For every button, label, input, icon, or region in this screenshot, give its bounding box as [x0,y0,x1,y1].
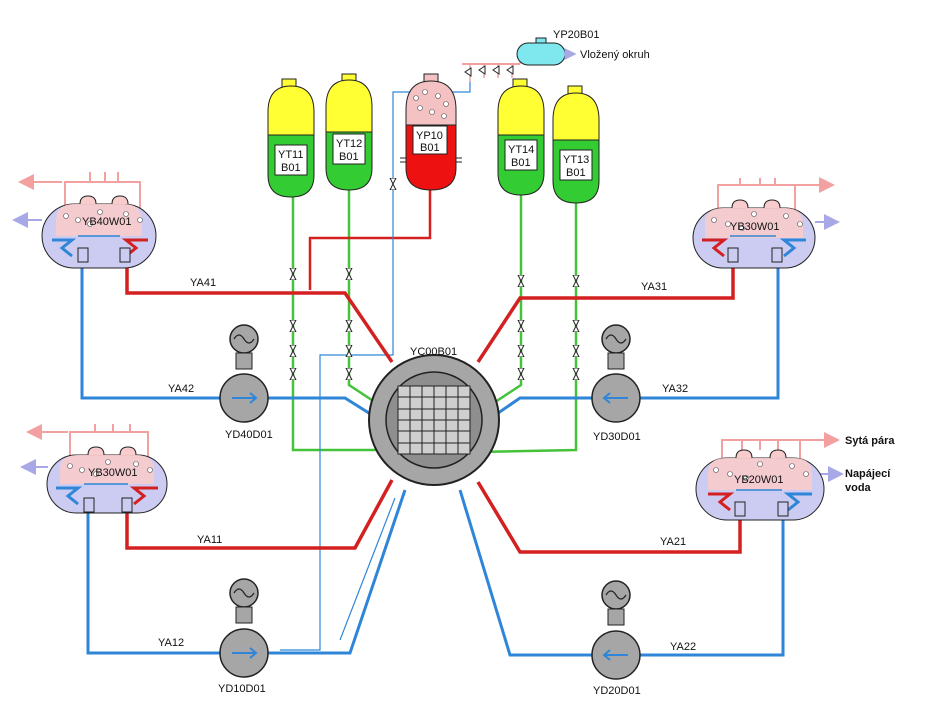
flow-arrow-icon [602,649,628,661]
flow-legend: Sytá pára Napájecí voda [845,435,895,494]
cold-leg-ya42-pump [268,396,381,422]
pump-yd20d01: YD20D01 [591,580,641,697]
loop-label-ya41: YA41 [190,277,216,289]
hot-leg-ya21 [476,481,742,554]
cold-leg-ya12-pump [268,489,407,655]
flow-arrow-icon [232,647,258,659]
loop-label-ya42: YA42 [168,383,194,395]
steam-generator-top-left: YB40W01 [12,172,157,269]
pressurizer-label-1: YP10 [416,130,443,142]
steam-generator-top-right: YB30W01 [692,177,840,269]
cold-leg-ya22-pump [458,489,592,657]
accumulator-yt14-label-2: B01 [511,157,531,169]
loop-labels: YA41 YA42 YA31 YA32 YA11 YA12 YA21 YA22 [158,277,696,653]
relief-tank-circuit-label: Vložený okruh [580,49,650,61]
pump-yd20d01-label: YD20D01 [593,685,641,697]
hot-leg-ya11 [125,479,394,550]
legend-feedwater-1: Napájecí [845,468,891,480]
cold-leg-ya22-sg [640,512,785,657]
steam-generator-bottom-right: YB20W01 [695,432,844,521]
cold-leg-ya42-sg [80,262,220,400]
accumulator-yt13-label-1: YT13 [563,154,589,166]
loop-label-ya31: YA31 [641,281,667,293]
accumulator-yt13-label-2: B01 [566,167,586,179]
legend-steam: Sytá pára [845,435,895,447]
relief-tank-label: YP20B01 [553,29,599,41]
pressurizer-heater-left [400,157,406,163]
reactor-core-grid [397,385,471,455]
loop-label-ya22: YA22 [670,641,696,653]
pump-yd10d01-label: YD10D01 [218,683,266,695]
hot-leg-ya31 [476,248,735,363]
pump-yd40d01: YD40D01 [219,324,273,441]
motor-sine-icon [605,334,627,344]
relief-tank: YP20B01 Vložený okruh [516,29,650,66]
loop-label-ya12: YA12 [158,637,184,649]
accumulator-yt12: YT12 B01 [325,73,373,191]
reactor-label: YC00B01 [410,346,457,358]
hot-leg-ya41 [125,248,394,363]
pressurizer-label-2: B01 [420,142,440,154]
motor-sine-icon [605,590,627,600]
reactor-vessel: YC00B01 [368,346,500,486]
cold-leg-ya12-sg [86,512,220,655]
accumulator-yt12-label-2: B01 [339,151,359,163]
loop-label-ya11: YA11 [197,534,222,546]
pressurizer-relief-valves [462,55,521,82]
loop-label-ya32: YA32 [662,383,688,395]
flow-arrow-icon [602,392,628,404]
accumulator-yt13: YT13 B01 [552,85,600,204]
sg-top-left-label: YB40W01 [82,216,132,228]
motor-sine-icon [233,334,255,344]
accumulator-yt11: YT11 B01 [267,78,315,198]
accumulator-yt11-label-1: YT11 [278,149,303,161]
injection-line-yt11 [291,197,395,452]
pressurizer-heater-right [456,157,462,163]
sg-bottom-left-label: YB30W01 [88,467,138,479]
legend-feedwater-2: voda [845,482,872,494]
cold-leg-ya32-sg [640,262,780,400]
pump-yd40d01-label: YD40D01 [225,429,273,441]
sg-bottom-right-label: YB20W01 [734,474,784,486]
hot-legs [125,248,742,554]
loop-label-ya21: YA21 [660,536,686,548]
pressurizer-surge-line [308,190,432,290]
accumulator-yt14-label-1: YT14 [508,144,534,156]
accumulator-yt12-label-1: YT12 [336,138,362,150]
pressurizer: YP10 B01 [400,73,462,191]
pump-yd30d01: YD30D01 [591,324,641,443]
cold-legs [80,262,785,657]
motor-sine-icon [233,588,255,598]
pump-yd30d01-label: YD30D01 [593,431,641,443]
flow-arrow-icon [232,392,258,404]
sg-top-right-label: YB30W01 [730,221,780,233]
steam-generator-bottom-left: YB30W01 [20,424,168,514]
accumulator-yt11-label-2: B01 [281,162,301,174]
pump-yd10d01: YD10D01 [218,578,269,695]
accumulator-yt14: YT14 B01 [497,78,545,196]
